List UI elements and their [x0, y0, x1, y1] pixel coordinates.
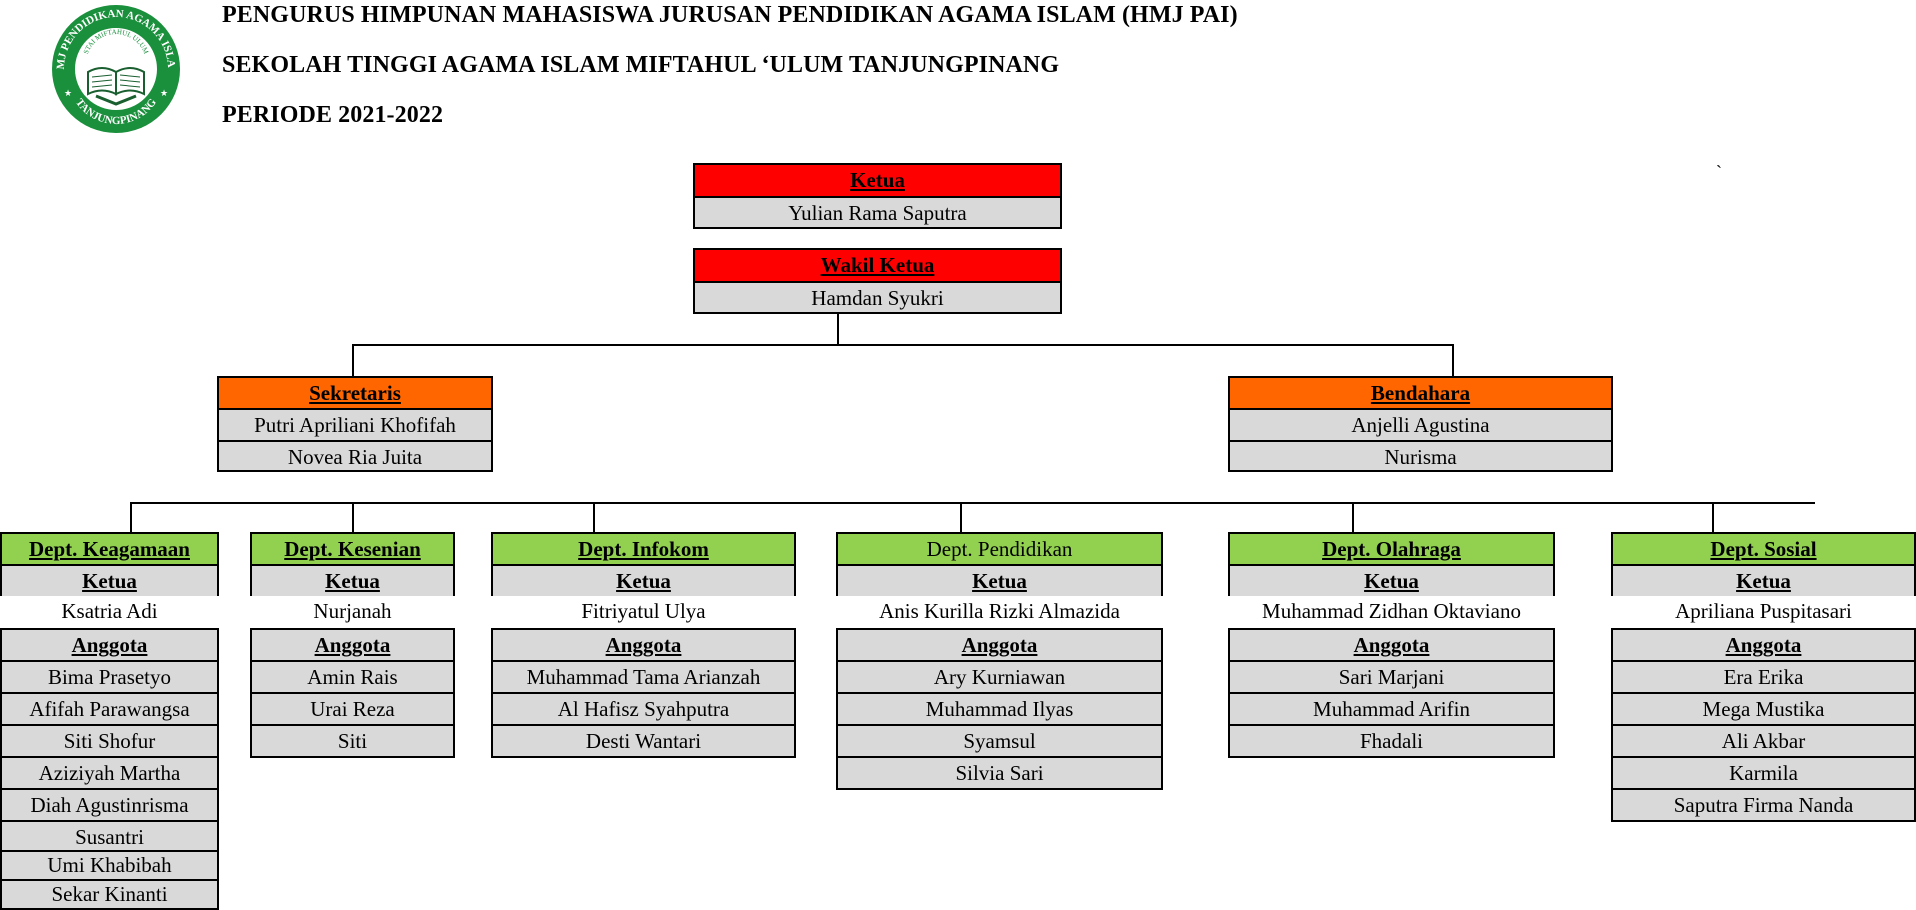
member-item: Ali Akbar	[1611, 724, 1916, 758]
department-ketua-name: Muhammad Zidhan Oktaviano	[1228, 596, 1555, 628]
member-item: Siti Shofur	[0, 724, 219, 758]
member-item: Era Erika	[1611, 660, 1916, 694]
member-item: Karmila	[1611, 756, 1916, 790]
ketua-label: Ketua	[491, 564, 796, 598]
member-item: Al Hafisz Syahputra	[491, 692, 796, 726]
member-item: Syamsul	[836, 724, 1163, 758]
member-item: Muhammad Tama Arianzah	[491, 660, 796, 694]
member-item: Saputra Firma Nanda	[1611, 788, 1916, 822]
sekretaris-title: Sekretaris	[219, 378, 491, 408]
sekretaris-name: Putri Apriliani Khofifah	[219, 408, 491, 440]
anggota-label: Anggota	[491, 628, 796, 662]
header-line-3: PERIODE 2021-2022	[222, 102, 444, 128]
department-title: Dept. Infokom	[491, 532, 796, 566]
anggota-label: Anggota	[250, 628, 455, 662]
stray-mark: `	[1716, 162, 1722, 182]
department-ketua-name: Ksatria Adi	[0, 596, 219, 628]
member-item: Bima Prasetyo	[0, 660, 219, 694]
member-item: Amin Rais	[250, 660, 455, 694]
department-ketua-name: Fitriyatul Ulya	[491, 596, 796, 628]
book-icon	[87, 67, 145, 106]
member-item: Ary Kurniawan	[836, 660, 1163, 694]
connector-line	[960, 502, 962, 532]
department-ketua-name: Anis Kurilla Rizki Almazida	[836, 596, 1163, 628]
ketua-label: Ketua	[250, 564, 455, 598]
connector-line	[837, 314, 839, 345]
member-item: Desti Wantari	[491, 724, 796, 758]
ketua-label: Ketua	[0, 564, 219, 598]
department-ketua-name: Apriliana Puspitasari	[1611, 596, 1916, 628]
connector-line	[130, 502, 132, 532]
member-item: Siti	[250, 724, 455, 758]
member-item: Aziziyah Martha	[0, 756, 219, 790]
connector-line	[593, 502, 595, 532]
member-item: Urai Reza	[250, 692, 455, 726]
member-item: Sari Marjani	[1228, 660, 1555, 694]
ketua-label: Ketua	[1611, 564, 1916, 598]
connector-line	[130, 502, 1815, 504]
anggota-label: Anggota	[1228, 628, 1555, 662]
member-item: Silvia Sari	[836, 756, 1163, 790]
member-item: Susantri	[0, 820, 219, 852]
bendahara-box: Bendahara Anjelli Agustina Nurisma	[1228, 376, 1613, 472]
wakil-ketua-title: Wakil Ketua	[695, 250, 1060, 281]
department-title: Dept. Olahraga	[1228, 532, 1555, 566]
header-line-2: SEKOLAH TINGGI AGAMA ISLAM MIFTAHUL ‘ULU…	[222, 52, 1060, 78]
member-item: Sekar Kinanti	[0, 879, 219, 910]
member-item: Fhadali	[1228, 724, 1555, 758]
anggota-label: Anggota	[836, 628, 1163, 662]
department-title: Dept. Kesenian	[250, 532, 455, 566]
member-item: Muhammad Arifin	[1228, 692, 1555, 726]
bendahara-title: Bendahara	[1230, 378, 1611, 408]
member-item: Diah Agustinrisma	[0, 788, 219, 822]
member-item: Muhammad Ilyas	[836, 692, 1163, 726]
connector-line	[1452, 344, 1454, 376]
wakil-ketua-box: Wakil Ketua Hamdan Syukri	[693, 248, 1062, 314]
department-ketua-name: Nurjanah	[250, 596, 455, 628]
ketua-label: Ketua	[1228, 564, 1555, 598]
ketua-box: Ketua Yulian Rama Saputra	[693, 163, 1062, 229]
ketua-name: Yulian Rama Saputra	[695, 196, 1060, 227]
star-icon: ★	[160, 88, 168, 98]
bendahara-name: Nurisma	[1230, 440, 1611, 470]
connector-line	[352, 502, 354, 532]
connector-line	[1352, 502, 1354, 532]
ketua-title: Ketua	[695, 165, 1060, 196]
connector-line	[1712, 502, 1714, 532]
anggota-label: Anggota	[1611, 628, 1916, 662]
star-icon: ★	[64, 88, 72, 98]
anggota-label: Anggota	[0, 628, 219, 662]
department-title: Dept. Keagamaan	[0, 532, 219, 566]
member-item: Mega Mustika	[1611, 692, 1916, 726]
member-item: Umi Khabibah	[0, 850, 219, 881]
connector-line	[352, 344, 1454, 346]
sekretaris-name: Novea Ria Juita	[219, 440, 491, 470]
bendahara-name: Anjelli Agustina	[1230, 408, 1611, 440]
wakil-ketua-name: Hamdan Syukri	[695, 281, 1060, 312]
header-line-1: PENGURUS HIMPUNAN MAHASISWA JURUSAN PEND…	[222, 2, 1238, 28]
sekretaris-box: Sekretaris Putri Apriliani Khofifah Nove…	[217, 376, 493, 472]
ketua-label: Ketua	[836, 564, 1163, 598]
member-item: Afifah Parawangsa	[0, 692, 219, 726]
connector-line	[352, 344, 354, 376]
organization-logo: HMJ PENDIDIKAN AGAMA ISLAM TANJUNGPINANG…	[39, 0, 188, 134]
department-title: Dept. Pendidikan	[836, 532, 1163, 566]
department-title: Dept. Sosial	[1611, 532, 1916, 566]
